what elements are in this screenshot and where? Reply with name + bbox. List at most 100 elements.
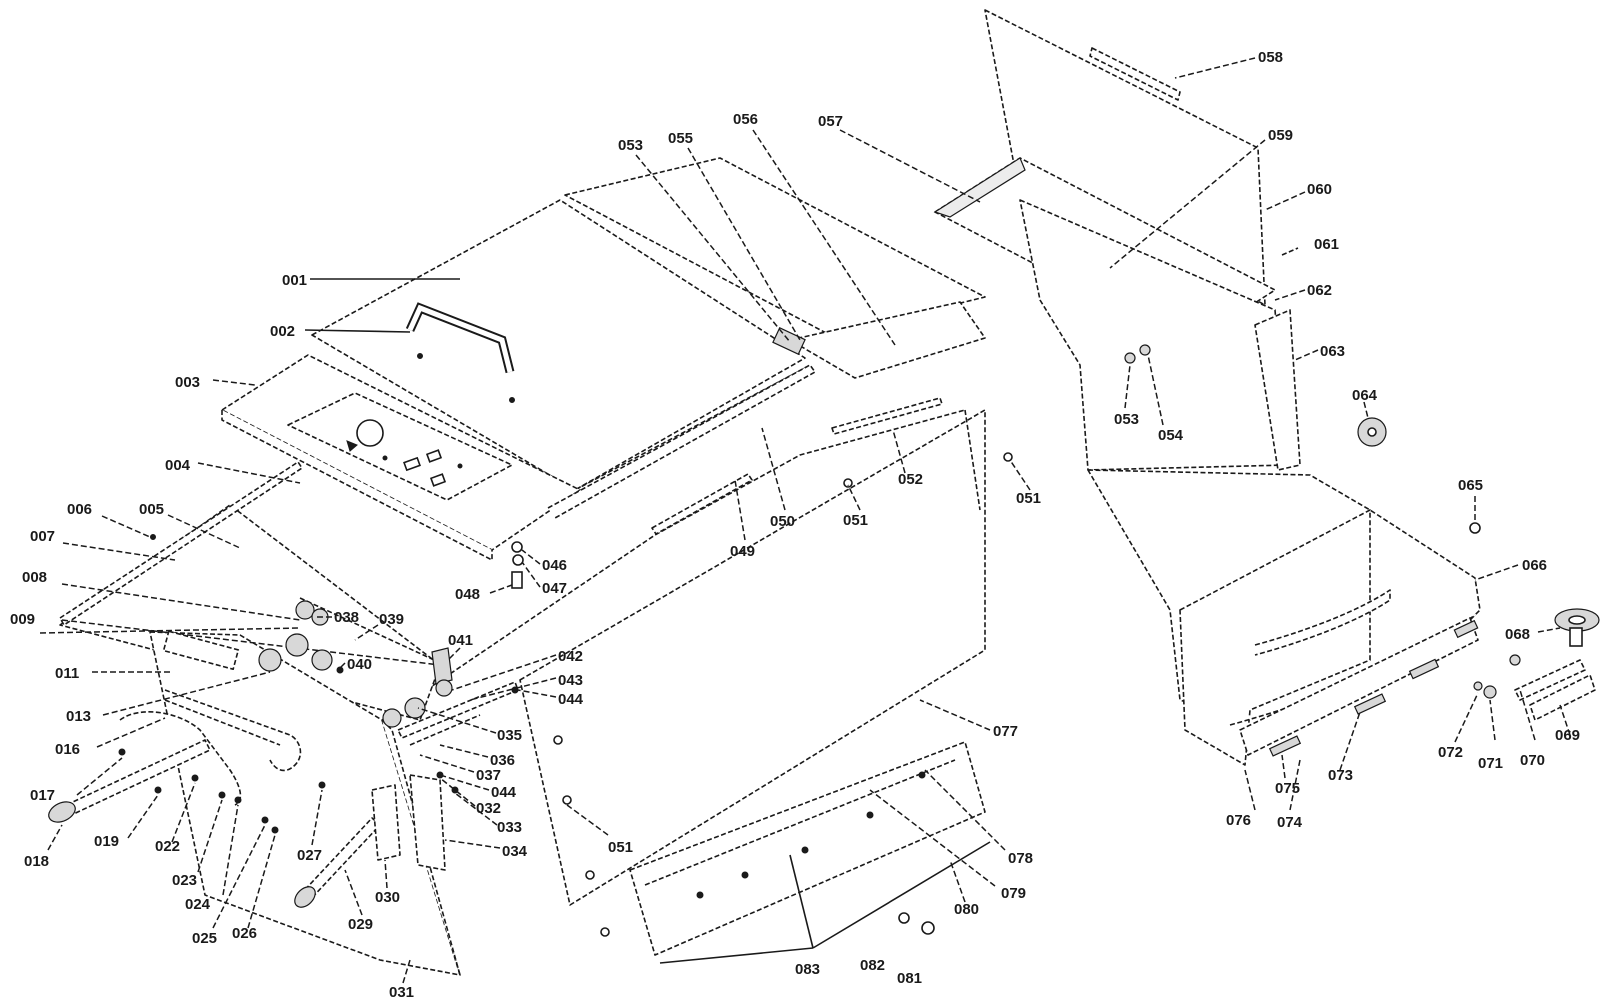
handle-screw-1	[417, 353, 423, 359]
label-068: 068	[1505, 626, 1530, 643]
leader-031	[402, 959, 411, 984]
leader-007	[62, 542, 176, 561]
label-017: 017	[30, 787, 55, 804]
label-065: 065	[1458, 477, 1483, 494]
label-066: 066	[1522, 557, 1547, 574]
control-panel-window	[287, 392, 513, 501]
screw-017	[118, 748, 126, 756]
flap-060	[984, 9, 1266, 306]
leader-047	[521, 561, 541, 588]
label-023: 023	[172, 872, 197, 889]
tray-hole-3	[801, 846, 809, 854]
tray-hole-4	[866, 811, 874, 819]
label-019: 019	[94, 833, 119, 850]
label-048: 048	[455, 586, 480, 603]
leader-030	[384, 859, 388, 889]
label-081: 081	[897, 970, 922, 987]
gear-042	[435, 679, 453, 697]
leader-009	[39, 627, 301, 634]
nut-072	[1473, 681, 1483, 691]
label-073: 073	[1328, 767, 1353, 784]
leader-063	[1294, 349, 1319, 361]
label-043: 043	[558, 672, 583, 689]
label-072: 072	[1438, 744, 1463, 761]
label-025: 025	[192, 930, 217, 947]
label-024: 024	[185, 896, 211, 913]
label-049: 049	[730, 543, 755, 560]
label-022: 022	[155, 838, 180, 855]
screw-051-b	[1003, 452, 1013, 462]
label-051a: 051	[843, 512, 868, 529]
leader-025	[212, 824, 266, 929]
label-076: 076	[1226, 812, 1251, 829]
leader-040	[339, 662, 346, 669]
screw-026	[271, 826, 279, 834]
screw-047	[512, 554, 524, 566]
wheel-068-shaft	[1569, 627, 1583, 647]
leader-023	[197, 799, 223, 873]
label-001: 001	[282, 272, 307, 289]
label-037: 037	[476, 767, 501, 784]
screw-081	[921, 921, 935, 935]
front-strip	[1239, 617, 1479, 756]
nut-071	[1483, 685, 1497, 699]
screw-019	[154, 786, 162, 794]
knob-029	[294, 886, 316, 908]
screw-025	[261, 816, 269, 824]
rod-039	[299, 597, 446, 666]
leader-022	[171, 782, 196, 843]
chute-body	[1179, 509, 1371, 766]
leader-053a	[635, 154, 791, 343]
label-007: 007	[30, 528, 55, 545]
control-led-1	[382, 455, 388, 461]
gear-035-b	[404, 697, 426, 719]
tray-inner	[644, 759, 956, 886]
front-lid-edge	[221, 410, 493, 561]
screw-051-c	[562, 795, 572, 805]
control-dial	[356, 419, 384, 447]
pin-061	[1281, 247, 1299, 256]
control-led-2	[457, 463, 463, 469]
label-032: 032	[476, 800, 501, 817]
label-051b: 051	[1016, 490, 1041, 507]
leader-079	[869, 789, 996, 887]
leader-035	[417, 707, 497, 734]
rail-049	[651, 473, 753, 535]
leader-077	[919, 699, 991, 731]
label-062: 062	[1307, 282, 1332, 299]
leader-008	[61, 583, 301, 621]
knob-064-center	[1367, 427, 1377, 437]
label-040: 040	[347, 656, 372, 673]
gear-013-a	[258, 648, 282, 672]
lid-hinge-flap	[789, 301, 986, 379]
body-top-edge	[381, 409, 966, 721]
leader-059	[1109, 139, 1266, 269]
leader-039	[354, 624, 379, 641]
leader-054	[1147, 354, 1164, 426]
label-079: 079	[1001, 885, 1026, 902]
slot-073	[1353, 693, 1387, 715]
left-mechanism-group	[48, 452, 1013, 937]
label-029: 029	[348, 916, 373, 933]
label-034: 034	[502, 843, 528, 860]
label-051c: 051	[608, 839, 633, 856]
body-side-edge	[964, 409, 981, 511]
leader-078	[924, 769, 1006, 851]
label-004: 004	[165, 457, 191, 474]
label-050: 050	[770, 513, 795, 530]
rear-lid-panel	[564, 157, 986, 336]
leader-057	[839, 129, 981, 203]
leader-052	[892, 429, 906, 474]
screw-051-a	[843, 478, 853, 488]
leader-044a	[517, 689, 557, 698]
label-083: 083	[795, 961, 820, 978]
label-003: 003	[175, 374, 200, 391]
wheel-068-hub	[1568, 615, 1586, 625]
leader-034	[444, 839, 501, 849]
label-080: 080	[954, 901, 979, 918]
leader-080	[949, 859, 966, 903]
label-044a: 044	[558, 691, 584, 708]
leader-lines	[39, 57, 1571, 984]
leader-049	[734, 479, 746, 541]
gear-013-c	[311, 649, 333, 671]
